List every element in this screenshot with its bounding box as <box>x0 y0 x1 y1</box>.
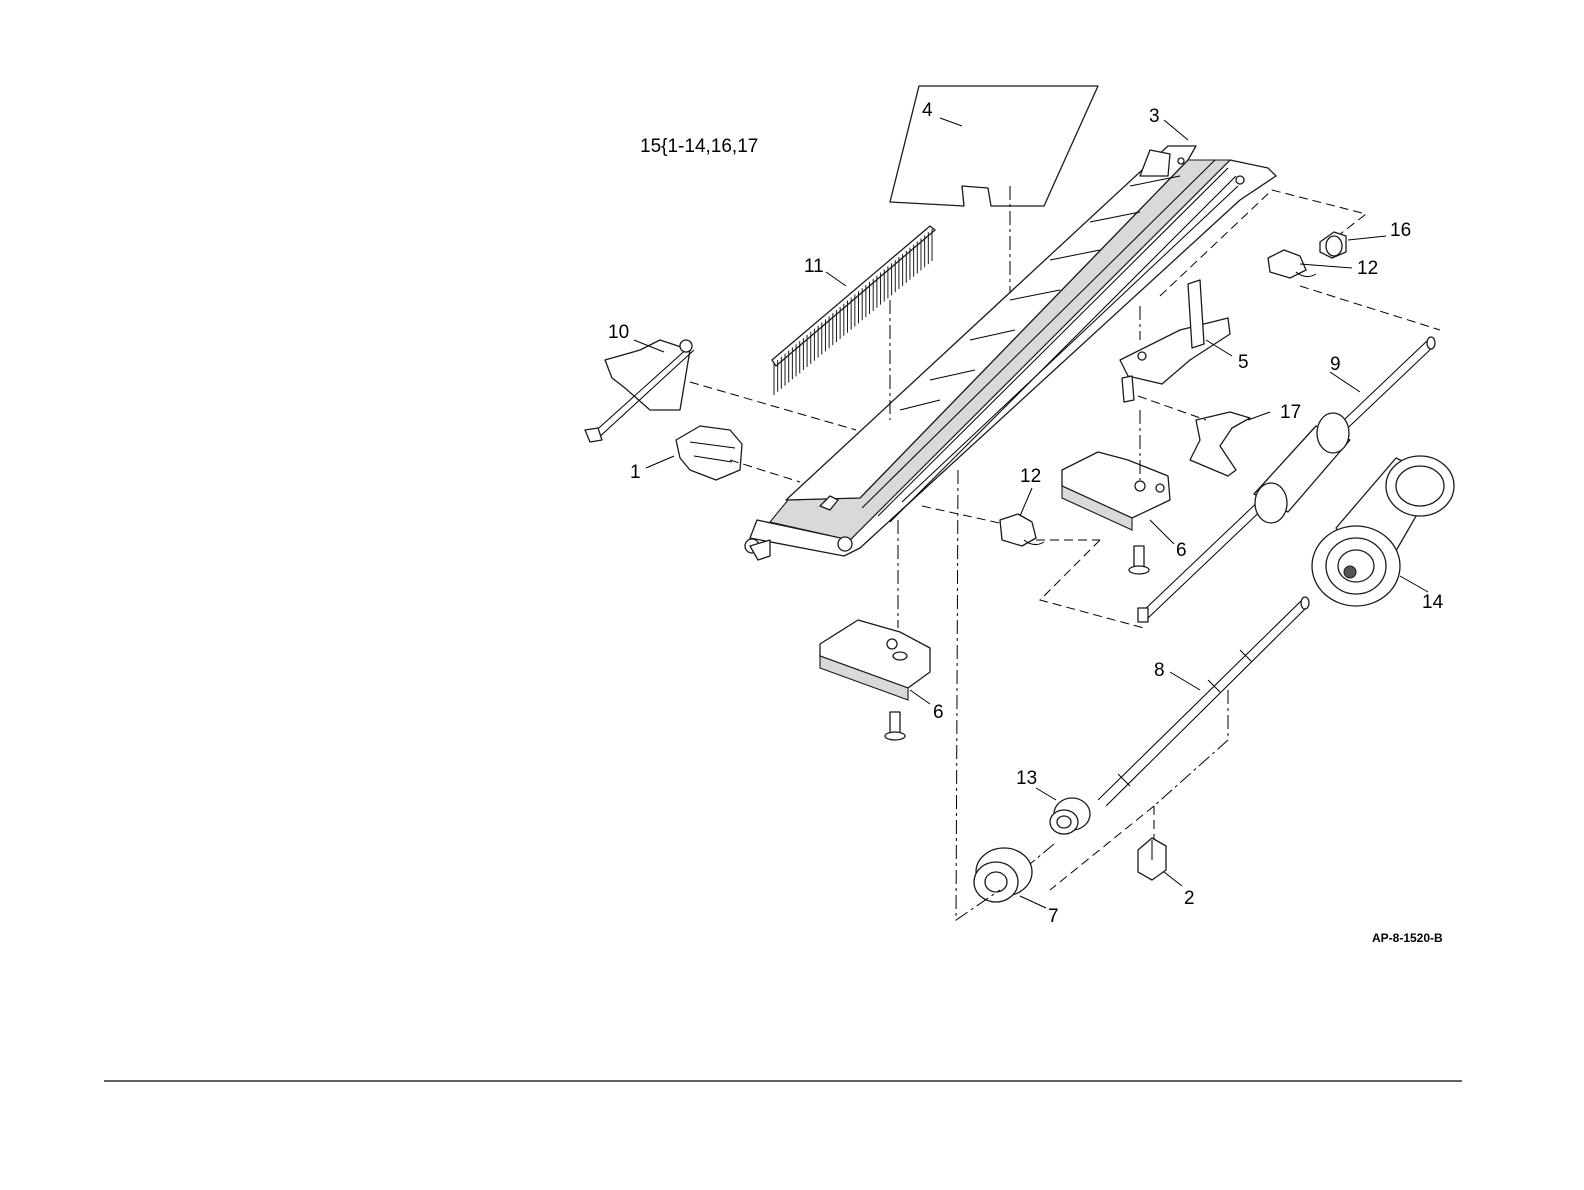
callout-16: 16 <box>1390 220 1411 241</box>
part-14-roller-gear <box>1312 456 1454 606</box>
part-7-gear <box>974 848 1032 902</box>
callout-17: 17 <box>1280 402 1301 423</box>
part-6-lower-guide <box>820 620 930 700</box>
part-6-upper-guide <box>1062 452 1170 530</box>
figure-id: AP-8-1520-B <box>1372 931 1443 945</box>
callout-1: 1 <box>630 462 641 483</box>
callout-6-lower: 6 <box>933 702 944 723</box>
callout-3: 3 <box>1149 106 1160 127</box>
screw-lower <box>885 712 905 740</box>
part-8-shaft <box>1098 597 1309 806</box>
callout-11: 11 <box>804 256 824 277</box>
callout-4: 4 <box>922 100 933 121</box>
part-11-brush <box>772 226 935 395</box>
part-2-clip <box>1138 838 1166 880</box>
part-5-bracket <box>1120 280 1230 402</box>
callout-2: 2 <box>1184 888 1195 909</box>
part-12-bushing-upper <box>1268 250 1316 278</box>
callout-10: 10 <box>608 322 629 343</box>
callout-12-upper: 12 <box>1357 258 1378 279</box>
part-16-spacer <box>1320 232 1346 258</box>
part-10-actuator <box>585 340 694 442</box>
callout-5: 5 <box>1238 352 1249 373</box>
callout-14: 14 <box>1422 592 1444 613</box>
callout-13: 13 <box>1016 768 1037 789</box>
callout-6-upper: 6 <box>1176 540 1187 561</box>
part-12-bushing-middle <box>1000 514 1044 546</box>
part-17-clip <box>1190 412 1250 476</box>
callout-8: 8 <box>1154 660 1165 681</box>
part-13-bearing <box>1050 798 1090 834</box>
screw-upper <box>1129 546 1149 574</box>
kit-reference: 15{1-14,16,17 <box>640 136 758 157</box>
callout-7: 7 <box>1048 906 1059 927</box>
callout-12-middle: 12 <box>1020 466 1041 487</box>
part-1-bracket <box>676 426 742 480</box>
callout-9: 9 <box>1330 354 1341 375</box>
